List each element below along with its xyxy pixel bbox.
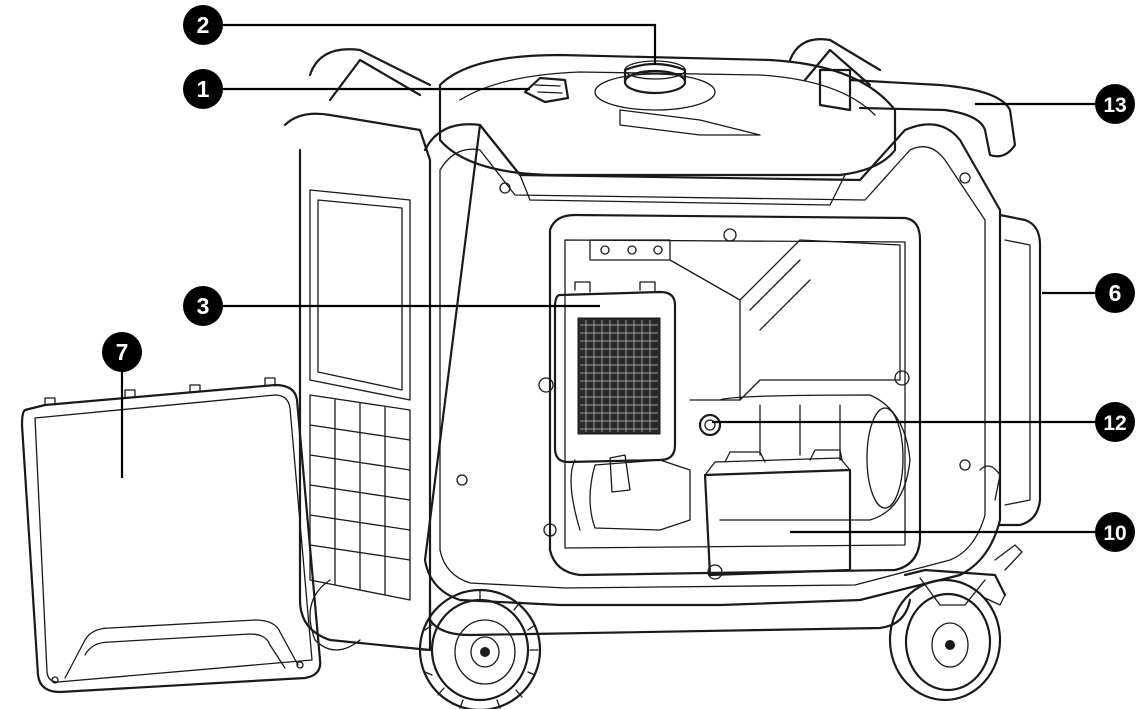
callout-2: 2 (183, 5, 223, 45)
callout-13-label: 13 (1103, 94, 1126, 117)
callout-1-label: 1 (197, 76, 210, 102)
inspection-opening (456, 172, 971, 580)
callout-13: 13 (1095, 84, 1135, 124)
callout-1: 1 (183, 69, 223, 109)
callout-3-label: 3 (197, 293, 210, 319)
callout-7: 7 (102, 332, 142, 372)
fuel-cap (594, 60, 716, 111)
air-filter (553, 281, 677, 464)
callout-12: 12 (1095, 402, 1135, 442)
left-vent-grille (309, 394, 411, 601)
callout-6-label: 6 (1109, 280, 1122, 306)
battery (703, 449, 852, 577)
callout-2-label: 2 (197, 12, 210, 38)
top-cover (438, 53, 897, 206)
fuel-vent-knob (523, 76, 570, 104)
generator-illustration (283, 38, 1042, 709)
removed-side-cover (20, 377, 322, 694)
right-side-panel (979, 213, 1042, 527)
leader-2 (203, 23, 657, 65)
callout-10: 10 (1095, 512, 1135, 552)
leader-lines (120, 23, 1115, 534)
front-right-caster-wheel (888, 544, 1023, 702)
callout-12-label: 12 (1103, 412, 1126, 435)
callout-10-label: 10 (1103, 522, 1126, 545)
spark-plug (698, 413, 722, 437)
callout-3: 3 (183, 286, 223, 326)
engine-internals (570, 239, 911, 531)
front-left-wheel (418, 588, 542, 709)
callout-6: 6 (1095, 273, 1135, 313)
callout-7-label: 7 (116, 339, 129, 365)
